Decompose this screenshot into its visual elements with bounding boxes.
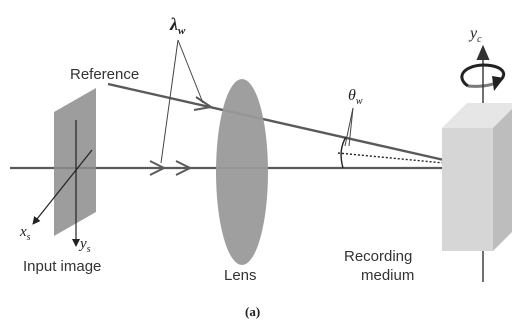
- theta-dotted-line: [337, 152, 445, 164]
- theta-arc: [340, 136, 347, 169]
- xs-axis: [32, 149, 93, 225]
- theta-pointer-left: [344, 107, 354, 147]
- recording-medium-label-line1: Recording: [344, 248, 412, 265]
- lens: [216, 79, 268, 265]
- reference-beam: [107, 82, 445, 162]
- theta-pointer-right: [348, 107, 354, 147]
- reference-beam-arrow: [193, 96, 214, 111]
- axis-beam-arrow-1: [149, 160, 167, 176]
- lambda-pointer-left: [160, 39, 179, 164]
- wavelength-symbol: λ: [169, 14, 178, 34]
- yc-symbol: y: [468, 25, 478, 42]
- reference-label: Reference: [70, 66, 139, 83]
- yc-subscript: c: [477, 34, 482, 45]
- ys-subscript: s: [87, 244, 91, 255]
- theta-label: θw: [348, 87, 363, 107]
- axis-beam-arrow-2: [175, 160, 193, 176]
- xs-symbol: x: [19, 224, 27, 240]
- rotation-arrow-icon: [460, 63, 506, 91]
- recording-medium-front: [442, 128, 493, 251]
- xs-subscript: s: [27, 232, 31, 243]
- theta-subscript: w: [356, 96, 363, 107]
- xs-label: xs: [19, 224, 31, 243]
- yc-label: yc: [468, 25, 482, 45]
- ys-label: ys: [78, 236, 91, 255]
- recording-medium-side: [493, 109, 512, 251]
- recording-medium-top: [442, 103, 512, 128]
- theta-symbol: θ: [348, 87, 356, 104]
- lens-label: Lens: [224, 267, 257, 284]
- input-image-label: Input image: [23, 258, 101, 275]
- ys-symbol: y: [78, 236, 87, 252]
- input-image-plane: [54, 88, 96, 236]
- figure-caption: (a): [245, 304, 260, 319]
- lambda-pointer-right: [177, 39, 204, 104]
- wavelength-subscript: w: [178, 25, 186, 37]
- rotation-axis-arrow: [476, 44, 490, 61]
- wavelength-label: λw: [169, 14, 186, 37]
- recording-medium-label-line2: medium: [361, 267, 414, 284]
